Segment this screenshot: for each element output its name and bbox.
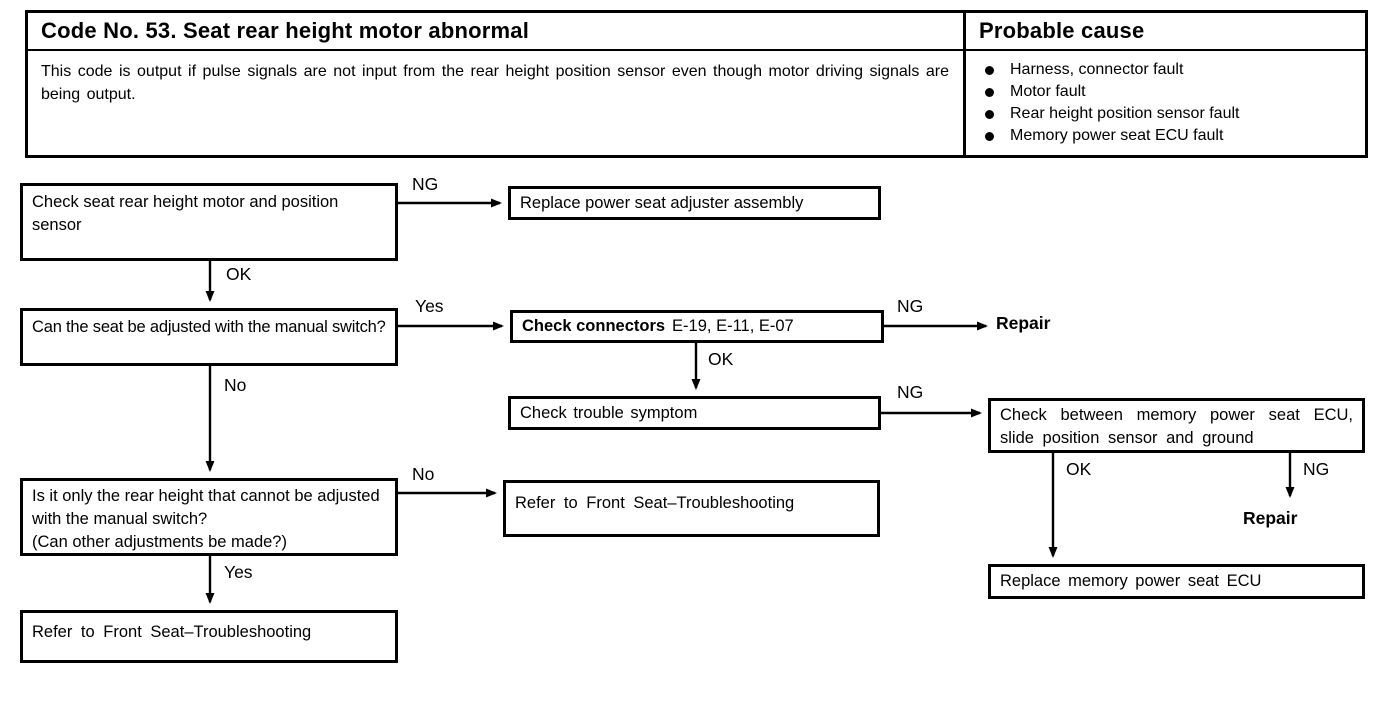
flow-node-text: Check seat rear height motor and positio… bbox=[32, 193, 339, 234]
flow-node-refer-front-seat-mid: Refer to Front Seat–Troubleshooting bbox=[503, 480, 880, 537]
cause-text: Harness, connector fault bbox=[1010, 61, 1184, 78]
flow-node-rear-height-question: Is it only the rear height that cannot b… bbox=[20, 478, 398, 556]
cause-item: Memory power seat ECU fault bbox=[966, 125, 1365, 147]
flow-node-replace-adjuster: Replace power seat adjuster assembly bbox=[508, 186, 881, 220]
flow-node-text: Refer to Front Seat–Troubleshooting bbox=[32, 623, 312, 641]
flow-node-note: (Can other adjustments be made?) bbox=[32, 532, 287, 551]
flow-node-refer-front-seat-bottom: Refer to Front Seat–Troubleshooting bbox=[20, 610, 398, 663]
flow-node-check-trouble-symptom: Check trouble symptom bbox=[508, 396, 881, 430]
bullet-icon bbox=[985, 65, 994, 75]
flow-node-replace-memory-ecu: Replace memory power seat ECU bbox=[988, 564, 1365, 599]
flow-node-text: Check trouble symptom bbox=[520, 403, 698, 422]
branch-label-ng: NG bbox=[897, 296, 924, 316]
flow-terminal-repair-right: Repair bbox=[1243, 508, 1298, 528]
cause-item: Harness, connector fault bbox=[966, 59, 1365, 81]
flow-terminal-repair-top: Repair bbox=[996, 313, 1051, 333]
branch-label-ng: NG bbox=[897, 382, 924, 402]
branch-label-ng: NG bbox=[412, 174, 439, 194]
flow-node-manual-switch-question: Can the seat be adjusted with the manual… bbox=[20, 308, 398, 366]
flow-node-text: Is it only the rear height that cannot b… bbox=[32, 487, 380, 528]
code-description: This code is output if pulse signals are… bbox=[28, 51, 966, 155]
flow-node-check-connectors: Check connectors E-19, E-11, E-07 bbox=[510, 310, 884, 343]
branch-label-no: No bbox=[412, 464, 435, 484]
cause-text: Motor fault bbox=[1010, 83, 1086, 100]
flow-node-text: Check between memory power seat ECU, sli… bbox=[1000, 406, 1353, 447]
flow-node-text: Can the seat be adjusted with the manual… bbox=[32, 318, 386, 336]
branch-label-ok: OK bbox=[226, 264, 252, 284]
cause-text: Rear height position sensor fault bbox=[1010, 105, 1240, 122]
flow-node-check-between-ecu: Check between memory power seat ECU, sli… bbox=[988, 398, 1365, 453]
bullet-icon bbox=[985, 131, 994, 141]
bullet-icon bbox=[985, 87, 994, 97]
flow-node-text: Refer to Front Seat–Troubleshooting bbox=[515, 494, 795, 512]
branch-label-no: No bbox=[224, 375, 247, 395]
flow-node-check-motor-sensor: Check seat rear height motor and positio… bbox=[20, 183, 398, 261]
branch-label-yes: Yes bbox=[415, 296, 444, 316]
code-title: Code No. 53. Seat rear height motor abno… bbox=[28, 13, 966, 51]
branch-label-ok: OK bbox=[708, 349, 734, 369]
flow-node-text: Replace power seat adjuster assembly bbox=[520, 193, 804, 212]
branch-label-yes: Yes bbox=[224, 562, 253, 582]
branch-label-ng: NG bbox=[1303, 459, 1330, 479]
probable-cause-title: Probable cause bbox=[966, 13, 1365, 51]
bullet-icon bbox=[985, 109, 994, 119]
probable-cause-list: Harness, connector fault Motor fault Rea… bbox=[966, 51, 1365, 155]
connector-ids-text: E-19, E-11, E-07 bbox=[672, 317, 794, 336]
cause-item: Motor fault bbox=[966, 81, 1365, 103]
flow-node-text: Replace memory power seat ECU bbox=[1000, 572, 1262, 591]
code-header-table: Code No. 53. Seat rear height motor abno… bbox=[25, 10, 1368, 158]
cause-text: Memory power seat ECU fault bbox=[1010, 127, 1224, 144]
flow-node-text-bold: Check connectors bbox=[522, 317, 666, 336]
cause-item: Rear height position sensor fault bbox=[966, 103, 1365, 125]
branch-label-ok: OK bbox=[1066, 459, 1092, 479]
